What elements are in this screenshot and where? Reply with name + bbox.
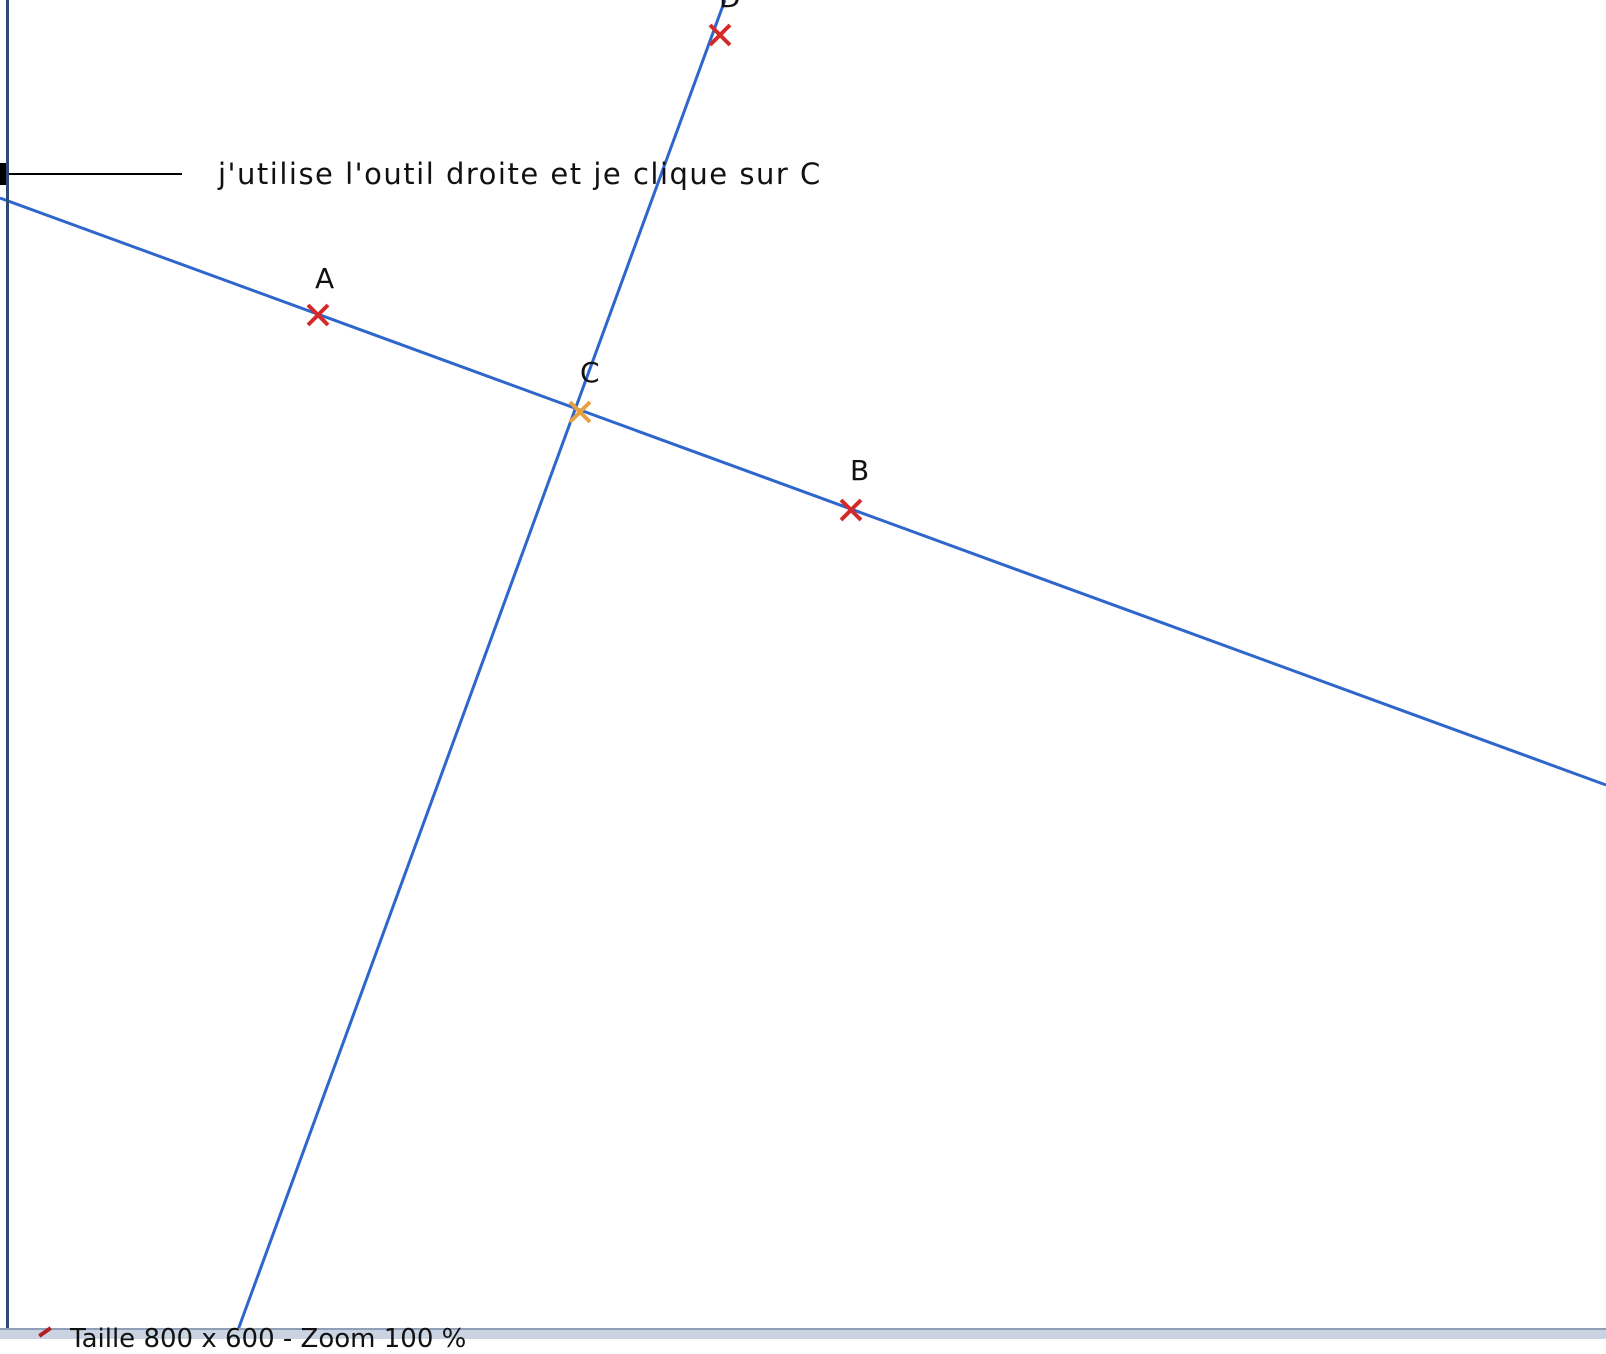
line-tool-icon: [38, 1326, 52, 1338]
status-text: Taille 800 x 600 - Zoom 100 %: [70, 1324, 467, 1354]
line-through-c-d[interactable]: [236, 0, 727, 1331]
point-c-label: C: [580, 356, 600, 389]
point-b[interactable]: [839, 498, 863, 522]
status-bar: Taille 800 x 600 - Zoom 100 %: [0, 1324, 1606, 1354]
point-d-label: D: [719, 0, 741, 14]
point-a-label: A: [315, 262, 334, 295]
point-b-label: B: [850, 454, 869, 487]
canvas-left-border: [6, 0, 9, 1330]
point-c[interactable]: [568, 400, 592, 424]
line-through-a-b[interactable]: [0, 196, 1606, 787]
annotation-text: j'utilise l'outil droite et je clique su…: [217, 157, 822, 191]
annotation-arrow-head: [0, 163, 8, 185]
point-d[interactable]: [708, 23, 732, 47]
point-a[interactable]: [306, 303, 330, 327]
